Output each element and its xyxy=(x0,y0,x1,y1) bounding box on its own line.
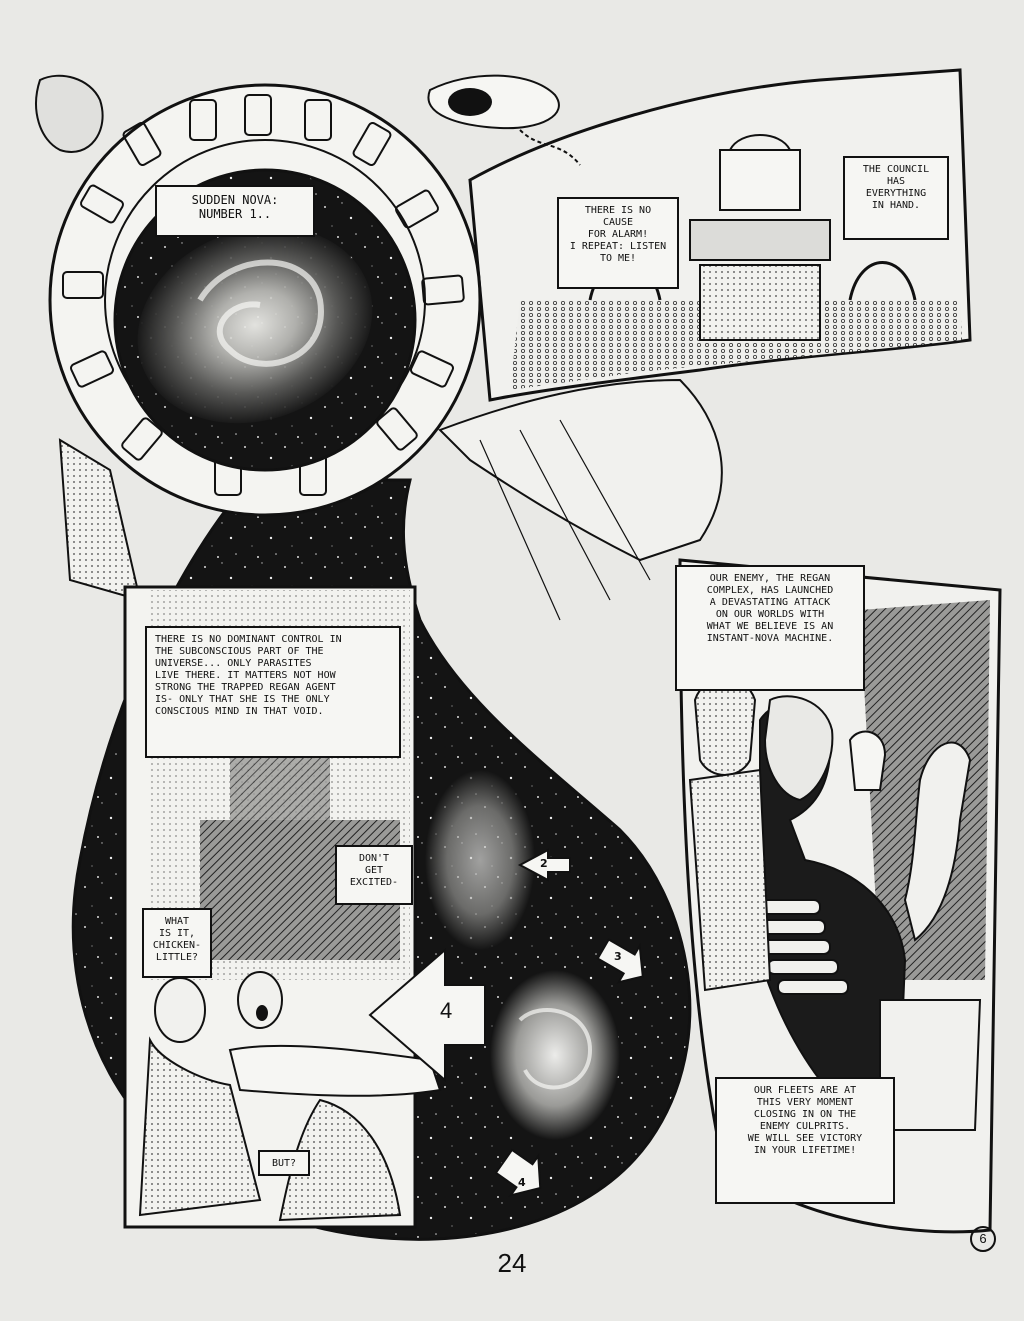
speech-what-is-it: WHAT IS IT, CHICKEN- LITTLE? xyxy=(142,908,212,978)
caption-sudden-nova: SUDDEN NOVA: NUMBER 1.. xyxy=(155,185,315,237)
arrow-marker-4-small xyxy=(494,1148,542,1197)
page-number: 24 xyxy=(497,1248,527,1278)
arrow-marker-2 xyxy=(517,848,571,882)
arrow-marker-4-big xyxy=(368,947,486,1083)
speech-but: BUT? xyxy=(258,1150,310,1176)
speech-our-enemy: OUR ENEMY, THE REGAN COMPLEX, HAS LAUNCH… xyxy=(675,565,865,691)
speech-council-in-hand: THE COUNCIL HAS EVERYTHING IN HAND. xyxy=(843,156,949,240)
arrow-marker-3 xyxy=(596,938,644,984)
arrow-number-2: 2 xyxy=(540,857,548,870)
speech-our-fleets: OUR FLEETS ARE AT THIS VERY MOMENT CLOSI… xyxy=(715,1077,895,1204)
speech-no-cause-for-alarm: THERE IS NO CAUSE FOR ALARM! I REPEAT: L… xyxy=(557,197,679,289)
caption-dominant-control: THERE IS NO DOMINANT CONTROL IN THE SUBC… xyxy=(145,626,401,758)
arrow-number-3: 3 xyxy=(614,950,622,963)
nova-galaxy-2 xyxy=(425,770,535,950)
arrow-number-4-big: 4 xyxy=(440,998,453,1023)
page-corner-mark: 6 xyxy=(970,1226,996,1252)
arrow-number-4-small: 4 xyxy=(518,1176,526,1189)
speech-dont-get-excited: DON'T GET EXCITED- xyxy=(335,845,413,905)
nova-galaxy-3 xyxy=(490,970,620,1140)
